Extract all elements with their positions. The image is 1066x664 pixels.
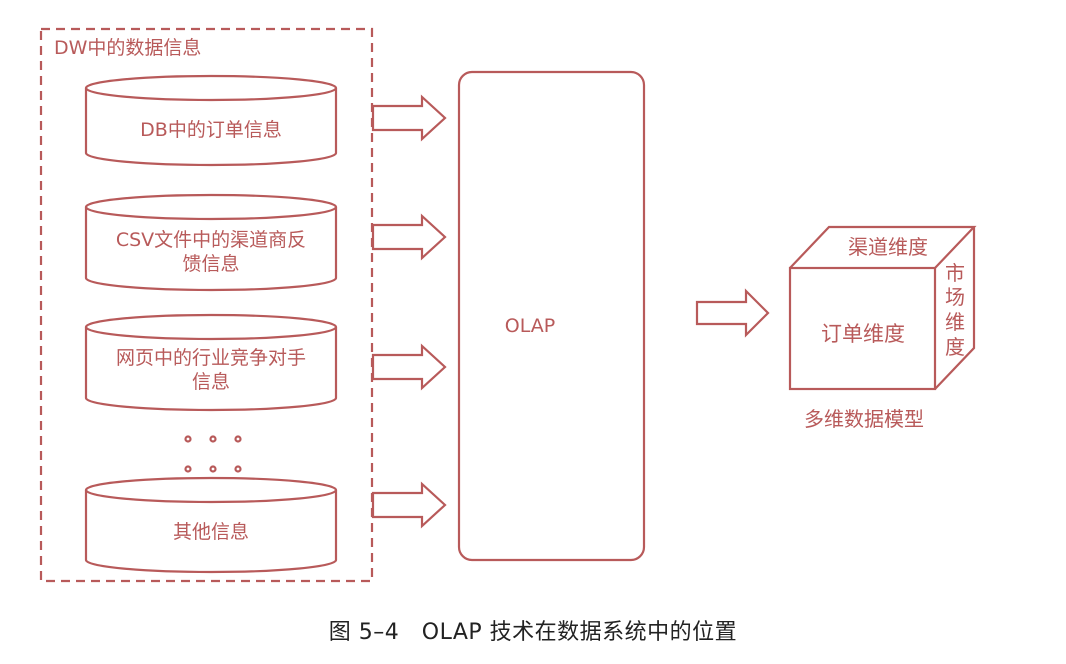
olap-box: [457, 70, 646, 562]
cube-front-label: 订单维度: [821, 322, 905, 346]
db-cylinder-orders: DB中的订单信息: [84, 74, 338, 167]
source-label: 网页中的行业竞争对手: [116, 347, 306, 369]
web-cylinder-competitors: 网页中的行业竞争对手 信息: [84, 313, 338, 412]
dw-group-box: [39, 27, 374, 583]
source-label: 馈信息: [182, 253, 239, 275]
other-cylinder: 其他信息: [84, 476, 338, 574]
cube-top-label: 渠道维度: [848, 235, 928, 259]
dw-group-title: DW中的数据信息: [54, 37, 201, 59]
arrow-icon: [371, 481, 447, 529]
arrow-icon: [371, 213, 447, 261]
olap-diagram: DW中的数据信息 DB中的订单信息 CSV文件中的渠道商反 馈信息 网页中的行业…: [39, 27, 977, 583]
multidimensional-cube: 订单维度 渠道维度 市 场 维 度: [788, 225, 977, 391]
olap-label: OLAP: [505, 315, 555, 337]
figure-caption: 图 5–4 OLAP 技术在数据系统中的位置: [328, 620, 738, 645]
source-label: DB中的订单信息: [140, 119, 282, 141]
arrow-icon: [371, 343, 447, 391]
csv-cylinder-channel-feedback: CSV文件中的渠道商反 馈信息: [84, 193, 338, 292]
cube-caption: 多维数据模型: [804, 407, 924, 431]
source-label: CSV文件中的渠道商反: [116, 229, 306, 251]
cube-side-char: 场: [945, 285, 965, 309]
cube-side-char: 度: [945, 335, 965, 359]
arrow-icon: [695, 288, 770, 338]
source-label: 其他信息: [173, 521, 249, 543]
ellipsis-dots: [184, 435, 242, 473]
source-label: 信息: [192, 371, 230, 393]
arrow-icon: [371, 94, 447, 142]
cube-side-char: 维: [945, 310, 965, 334]
cube-side-char: 市: [945, 261, 965, 285]
